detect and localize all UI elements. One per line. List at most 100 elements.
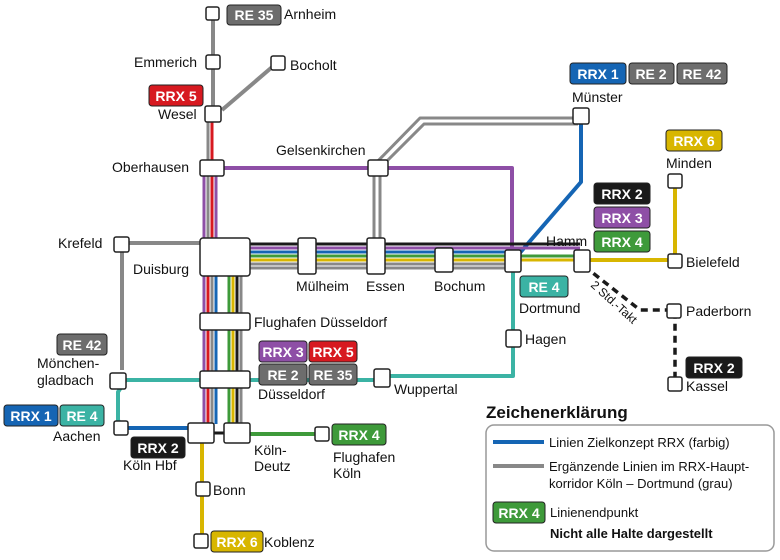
svg-text:RRX 4: RRX 4 [498,505,539,521]
svg-text:RRX 2: RRX 2 [137,440,178,456]
legend-note: Nicht alle Halte dargestellt [550,526,713,541]
label-duisburg: Duisburg [133,261,189,277]
station-krefeld [113,236,130,253]
label-hamm: Hamm [546,233,587,249]
station-wesel [204,105,222,123]
badge-rrx5-wesel: RRX 5 [148,84,204,107]
badge-rrx6-koblenz: RRX 6 [210,530,264,553]
label-mg-2: gladbach [37,372,94,388]
badge-re4-dortmund: RE 4 [519,275,569,298]
badge-re42-muenster: RE 42 [676,62,728,85]
label-flughafen-dus: Flughafen Düsseldorf [254,314,387,330]
label-mg-1: Mönchen- [37,355,100,371]
label-kassel: Kassel [686,378,728,394]
station-boxes [109,6,683,549]
station-kassel [667,376,683,392]
svg-text:RRX 3: RRX 3 [601,210,642,226]
label-emmerich: Emmerich [134,54,197,70]
badge-re35-arnheim: RE 35 [226,4,282,26]
station-koeln-deutz [223,422,251,444]
label-essen: Essen [366,278,405,294]
badge-re2-muenster: RE 2 [628,62,675,85]
legend: Zeichenerklärung Linien Zielkonzept RRX … [485,403,775,552]
label-koeln-hbf: Köln Hbf [123,457,177,473]
label-hagen: Hagen [525,331,566,347]
svg-text:RE 42: RE 42 [683,66,722,82]
svg-text:RE 42: RE 42 [63,337,102,353]
station-aachen [113,420,129,436]
svg-text:RE 2: RE 2 [267,367,298,383]
label-bocholt: Bocholt [290,57,337,73]
line-re2-re42-north [372,116,578,254]
station-koeln-hbf [187,422,215,444]
svg-text:RRX 3: RRX 3 [262,344,303,360]
svg-text:RE 4: RE 4 [66,408,97,424]
badge-rrx6-minden: RRX 6 [665,129,723,152]
label-minden: Minden [666,155,712,171]
badge-rrx3-hamm: RRX 3 [593,206,651,229]
line-rrx2-dashed [582,264,677,378]
legend-grey-line-text-1: Ergänzende Linien im RRX-Haupt- [549,459,749,474]
badge-rrx1-muenster: RRX 1 [569,62,627,85]
badge-re4-aachen: RE 4 [59,404,105,427]
legend-title: Zeichenerklärung [486,403,628,422]
station-bielefeld [667,253,683,269]
station-minden [667,173,683,189]
station-paderborn [666,303,682,319]
station-muelheim [297,237,317,275]
label-dortmund: Dortmund [519,300,580,316]
station-bocholt [270,55,286,71]
svg-text:RRX 6: RRX 6 [673,133,714,149]
badge-rrx4-hamm: RRX 4 [593,230,651,253]
badge-rrx2-kassel: RRX 2 [685,356,743,379]
station-muenster [572,107,590,125]
svg-text:RE 35: RE 35 [235,7,274,23]
legend-rrx-line-text: Linien Zielkonzept RRX (farbig) [549,435,730,450]
station-mg [109,372,127,390]
label-muenster: Münster [572,89,623,105]
svg-text:RE 4: RE 4 [528,279,559,295]
svg-text:RRX 2: RRX 2 [693,360,734,376]
badge-rrx2-hamm: RRX 2 [593,182,651,205]
label-paderborn: Paderborn [686,303,751,319]
station-wuppertal [373,368,391,388]
badge-re2-dus: RE 2 [258,363,308,386]
label-bielefeld: Bielefeld [686,254,740,270]
svg-text:RRX 5: RRX 5 [312,344,353,360]
station-labels: Arnheim Emmerich Bocholt Wesel Oberhause… [37,6,751,550]
station-bochum [434,247,454,273]
station-gelsenkirchen [367,159,389,177]
badge-re42-mg: RE 42 [56,333,108,356]
label-duesseldorf: Düsseldorf [258,386,325,402]
label-krefeld: Krefeld [58,235,102,251]
label-flughafen-koeln-1: Flughafen [333,449,395,465]
station-hamm [573,249,591,273]
svg-text:RRX 1: RRX 1 [10,408,51,424]
line-re2-re42-north-2 [378,122,578,254]
line-rrx3-oberhausen-hamm [222,166,514,255]
label-muelheim: Mülheim [296,278,349,294]
svg-text:RE 2: RE 2 [635,66,666,82]
label-bochum: Bochum [434,278,485,294]
label-flughafen-koeln-2: Köln [333,465,361,481]
station-arnheim [205,6,220,21]
bundle-duisburg-koeln [202,270,243,424]
label-aachen: Aachen [53,428,100,444]
badge-rrx1-aachen: RRX 1 [3,404,59,427]
line-rrx1-muenster-hamm [516,122,583,257]
legend-box [485,424,775,552]
svg-text:RRX 5: RRX 5 [155,88,196,104]
station-hamm-left [504,249,522,273]
label-arnheim: Arnheim [284,6,336,22]
svg-text:RRX 1: RRX 1 [577,66,618,82]
label-koeln-deutz-1: Köln- [254,442,287,458]
station-duisburg [199,237,251,277]
line-badges: RE 35 RRX 5 RRX 1 RE 2 RE 42 RRX 6 RRX 2 [3,4,743,553]
badge-rrx4-fkb: RRX 4 [331,423,387,446]
legend-grey-line-text-2: korridor Köln – Dortmund (grau) [549,476,733,491]
svg-text:RRX 4: RRX 4 [601,234,642,250]
badge-rrx3-dus: RRX 3 [258,340,308,363]
bundle-oberhausen-duisburg [202,120,218,240]
svg-text:RRX 2: RRX 2 [601,186,642,202]
badge-rrx5-dus: RRX 5 [308,340,358,363]
